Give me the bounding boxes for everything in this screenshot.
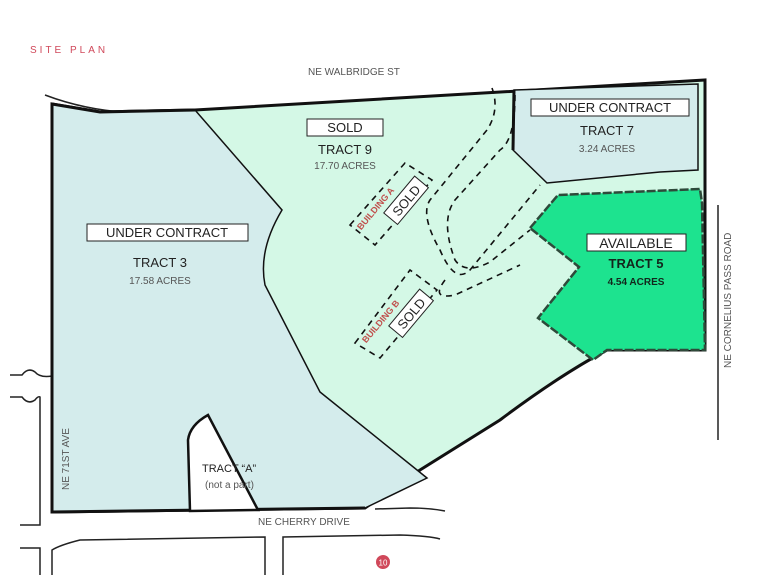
street-cornelius-pass: NE CORNELIUS PASS ROAD (723, 233, 734, 368)
tract-3-acres: 17.58 ACRES (129, 276, 191, 287)
tract-7-status-box (530, 98, 690, 117)
dashed-driveways (348, 87, 541, 360)
street-71st: NE 71ST AVE (61, 428, 72, 490)
street-walbridge: NE WALBRIDGE ST (308, 67, 400, 78)
tract-7-acres: 3.24 ACRES (579, 144, 635, 155)
tract-9-status-box (306, 118, 384, 137)
building-b-footprint (353, 268, 439, 360)
tract-5-status: AVAILABLE (599, 235, 672, 251)
tract-3-status-box (86, 223, 249, 242)
tract-7-status: UNDER CONTRACT (549, 100, 671, 115)
tract-5-status-box (586, 233, 687, 252)
tract-5-acres: 4.54 ACRES (608, 277, 665, 288)
building-b-status-box (388, 288, 435, 339)
tract-3-name: TRACT 3 (133, 255, 187, 270)
street-lines (10, 94, 719, 575)
tract-a-parcel (186, 413, 261, 513)
tract-a-note: (not a part) (205, 480, 254, 491)
building-a-status-box (383, 175, 430, 226)
tract-3-status: UNDER CONTRACT (106, 225, 228, 240)
street-cherry: NE CHERRY DRIVE (258, 517, 350, 528)
building-a-footprint (348, 161, 434, 247)
tract-a-name: TRACT “A” (202, 463, 257, 475)
tract-7-name: TRACT 7 (580, 123, 634, 138)
tract-3-parcel[interactable] (51, 103, 429, 513)
site-plan-title: SITE PLAN (30, 45, 108, 56)
tract-9-acres: 17.70 ACRES (314, 161, 376, 172)
tract-5-parcel[interactable] (528, 187, 707, 362)
page-number-badge (376, 555, 390, 569)
page-number: 10 (379, 559, 388, 568)
tract-9-status: SOLD (327, 120, 362, 135)
tract-9-name: TRACT 9 (318, 142, 372, 157)
tract-5-name: TRACT 5 (609, 256, 664, 271)
